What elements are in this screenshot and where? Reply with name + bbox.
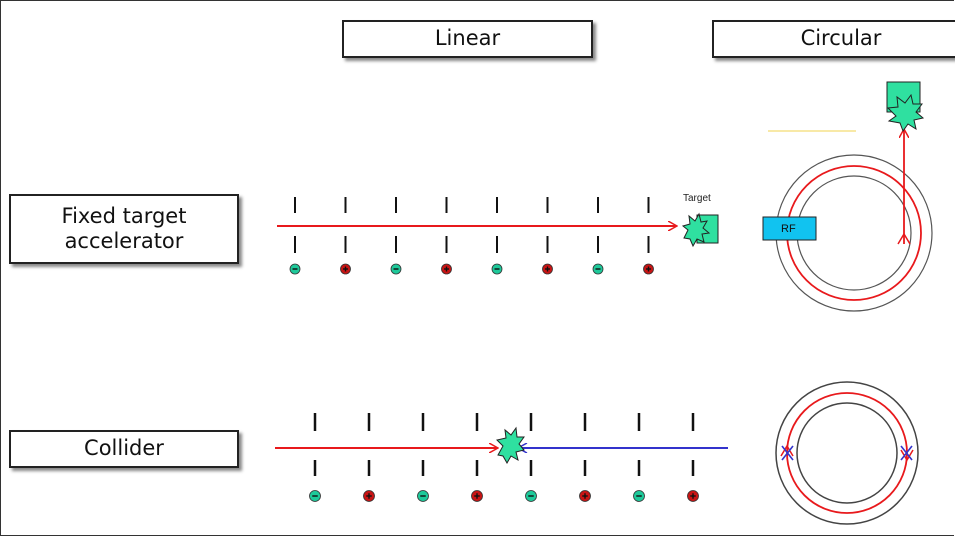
crossing-point-left-icon [781, 445, 794, 461]
fixed-target-circular: RF [762, 81, 933, 312]
collision-starburst-icon [681, 212, 711, 248]
ring-inner [796, 402, 898, 504]
negative-charge-icon [491, 263, 503, 275]
orbit-arrow-icon [900, 449, 914, 462]
negative-charge-icon [633, 490, 645, 502]
beam-orbit-red [786, 392, 908, 514]
negative-charge-icon [525, 490, 537, 502]
fixed-target-linear: Target [277, 193, 719, 275]
row-label-fixed-target: Fixed target accelerator [9, 194, 239, 264]
positive-charge-icon [579, 490, 591, 502]
positive-charge-icon [340, 263, 351, 275]
target-label: Target [683, 193, 711, 204]
collision-starburst-icon [886, 93, 925, 133]
electrode-tick-marks [313, 413, 695, 476]
positive-charge-icon [363, 490, 375, 502]
ring-outer [775, 381, 919, 525]
positive-charge-icon [643, 263, 654, 275]
header-linear: Linear [342, 20, 593, 58]
crossing-point-right-icon [900, 445, 913, 461]
electrode-tick-marks [294, 197, 650, 253]
positive-charge-icon [687, 490, 699, 502]
positive-charge-icon [471, 490, 483, 502]
orbit-arrow-icon [897, 232, 911, 245]
electrode-charges [309, 490, 699, 502]
orbit-arrow-icon [780, 444, 794, 457]
row-label-collider: Collider [9, 430, 239, 468]
collider-linear [275, 413, 728, 502]
rf-cavity [762, 216, 817, 241]
collision-starburst-icon [496, 426, 525, 465]
electrode-charges [289, 263, 654, 275]
negative-charge-icon [309, 490, 321, 502]
negative-charge-icon [289, 263, 301, 275]
negative-charge-icon [417, 490, 429, 502]
negative-charge-icon [592, 263, 604, 275]
rf-label: RF [781, 223, 796, 235]
positive-charge-icon [441, 263, 452, 275]
negative-charge-icon [390, 263, 402, 275]
positive-charge-icon [542, 263, 553, 275]
collider-circular [775, 381, 919, 525]
header-circular: Circular [712, 20, 955, 58]
